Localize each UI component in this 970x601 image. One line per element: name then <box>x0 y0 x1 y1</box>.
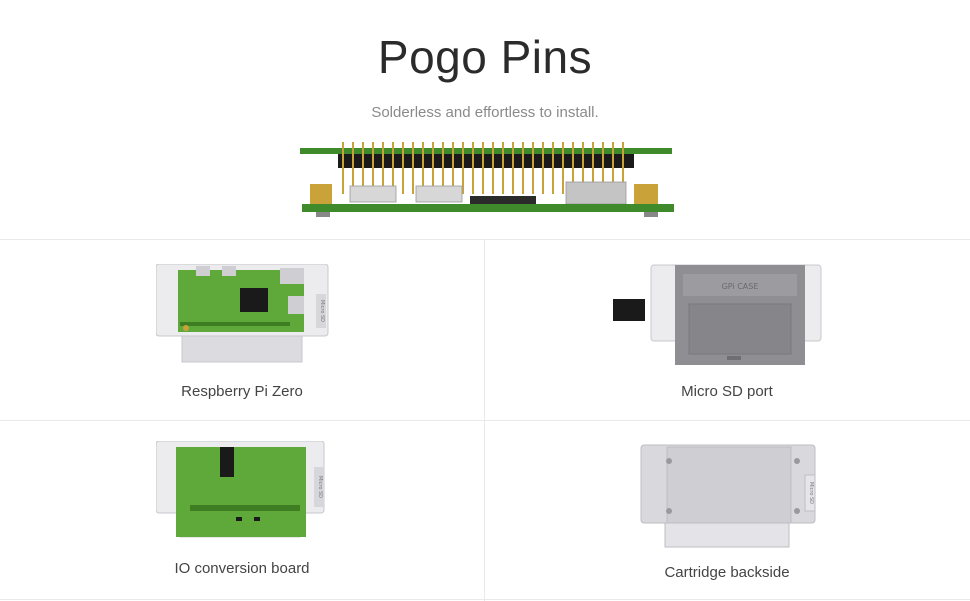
feature-caption: Micro SD port <box>681 383 773 400</box>
feature-card-cartridge-back: Micro SD Cartridge backside <box>485 421 969 601</box>
feature-card-io-board: Micro SD IO conversion board <box>0 421 484 601</box>
case-logo-text: GPi CASE <box>722 282 759 291</box>
io-conversion-board-image: Micro SD <box>156 441 325 538</box>
micro-sd-port-image: GPi CASE <box>613 264 822 365</box>
cartridge-backside-image: Micro SD <box>640 444 816 548</box>
feature-caption: IO conversion board <box>174 560 310 577</box>
page-subtitle: Solderless and effortless to install. <box>371 104 599 121</box>
grid-divider <box>0 420 970 421</box>
feature-caption: Cartridge backside <box>664 564 790 581</box>
pogo-pins-hero-illustration <box>300 142 674 217</box>
feature-caption: Respberry Pi Zero <box>181 383 303 400</box>
pi-zero-in-cartridge-image: Micro SD <box>156 264 329 363</box>
page-title: Pogo Pins <box>377 31 593 83</box>
micro-sd-label: Micro SD <box>317 476 323 498</box>
feature-card-micro-sd: GPi CASE Micro SD port <box>485 240 969 420</box>
micro-sd-label: Micro SD <box>319 300 325 322</box>
micro-sd-label: Micro SD <box>808 482 814 504</box>
feature-card-pi-zero: Micro SD Respberry Pi Zero <box>0 240 484 420</box>
feature-grid: Micro SD Respberry Pi Zero GPi CASE Micr… <box>0 239 970 601</box>
